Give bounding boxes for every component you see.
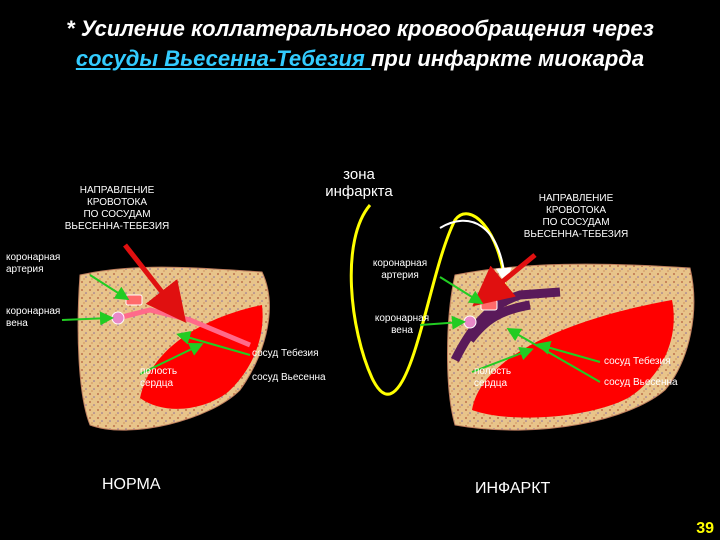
dark-vessels-infarct xyxy=(450,287,561,363)
slide-title: * Усиление коллатерального кровообращени… xyxy=(0,14,720,74)
artery-node-infarct xyxy=(480,299,498,311)
coronary-vein-label-infarct: коронарная вена xyxy=(362,313,442,337)
flow-label-infarct-line: НАПРАВЛЕНИЕ xyxy=(538,193,614,204)
zone-label-line: инфаркта xyxy=(325,183,393,200)
coronary-artery-line: артерия xyxy=(381,270,419,281)
cavity-line: полость xyxy=(140,366,178,377)
coronary-artery-label-infarct: коронарная артерия xyxy=(360,258,440,282)
coronary-artery-line: артерия xyxy=(6,264,44,275)
flow-label-infarct: НАПРАВЛЕНИЕ КРОВОТОКА ПО СОСУДАМ ВЬЕСЕНН… xyxy=(508,193,644,241)
pointer-cavity-norm xyxy=(139,343,204,375)
zone-arrow xyxy=(439,219,512,284)
flow-arrow-norm xyxy=(123,243,187,323)
cavity-line: полость xyxy=(474,366,512,377)
title-prefix: * Усиление коллатерального кровообращени… xyxy=(66,16,654,41)
page-number: 39 xyxy=(696,520,714,537)
coronary-artery-line: коронарная xyxy=(6,252,61,263)
vessel-thebesius-label-norm: сосуд Тебезия xyxy=(252,348,319,359)
coronary-artery-label-norm: коронарная артерия xyxy=(6,252,60,276)
vessel-vieussens-label-norm: сосуд Вьесенна xyxy=(252,372,326,383)
vessel-vieussens-label-infarct: сосуд Вьесенна xyxy=(604,377,678,388)
heart-norm xyxy=(77,266,270,431)
artery-node-norm xyxy=(125,294,143,306)
pointer-cavity-infarct xyxy=(471,347,534,373)
pointer-vein-infarct xyxy=(419,315,466,330)
cavity-line: сердца xyxy=(474,378,508,389)
flow-label-norm-line: ПО СОСУДАМ xyxy=(83,209,151,220)
flow-label-norm: НАПРАВЛЕНИЕ КРОВОТОКА ПО СОСУДАМ ВЬЕСЕНН… xyxy=(52,185,182,233)
cavity-infarct xyxy=(472,300,674,418)
pointer-thebesius-norm xyxy=(176,331,251,356)
flow-label-norm-line: КРОВОТОКА xyxy=(86,197,148,208)
cavity-line: сердца xyxy=(140,378,174,389)
pointer-vein-norm xyxy=(61,311,114,326)
pointer-artery-infarct xyxy=(439,276,484,305)
pointer-thebesius-infarct xyxy=(536,340,601,363)
flow-label-infarct-line: ВЬЕСЕННА-ТЕБЕЗИЯ xyxy=(523,229,629,240)
vein-node-infarct xyxy=(463,315,477,329)
vein-node-norm xyxy=(111,311,125,325)
cavity-label-norm: полость сердца xyxy=(140,366,177,390)
norm-label: НОРМА xyxy=(102,476,161,493)
heart-infarct xyxy=(447,263,695,431)
coronary-vein-line: вена xyxy=(6,318,28,329)
flow-label-norm-line: НАПРАВЛЕНИЕ xyxy=(79,185,155,196)
pointer-vieussens-infarct xyxy=(506,327,601,383)
infarct-zone-line xyxy=(349,204,507,396)
flow-label-infarct-line: КРОВОТОКА xyxy=(545,205,607,216)
flow-label-infarct-line: ПО СОСУДАМ xyxy=(542,217,610,228)
flow-label-norm-line: ВЬЕСЕННА-ТЕБЕЗИЯ xyxy=(64,221,170,232)
flow-arrow-infarct xyxy=(472,253,537,307)
vessel-thebesius-label-infarct: сосуд Тебезия xyxy=(604,356,671,367)
title-link[interactable]: сосуды Вьесенна-Тебезия xyxy=(75,46,371,71)
title-suffix: при инфаркте миокарда xyxy=(370,46,645,71)
coronary-vein-line: коронарная xyxy=(6,306,61,317)
cavity-norm xyxy=(140,305,263,409)
zone-label: зона инфаркта xyxy=(300,166,418,200)
cavity-label-infarct: полость сердца xyxy=(474,366,511,390)
zone-label-line: зона xyxy=(343,166,375,183)
pointer-artery-norm xyxy=(89,274,130,301)
coronary-artery-line: коронарная xyxy=(372,258,428,269)
coronary-vein-label-norm: коронарная вена xyxy=(6,306,60,330)
coronary-vein-line: коронарная xyxy=(374,313,430,324)
infarct-label: ИНФАРКТ xyxy=(475,480,551,497)
coronary-vein-line: вена xyxy=(391,325,413,336)
